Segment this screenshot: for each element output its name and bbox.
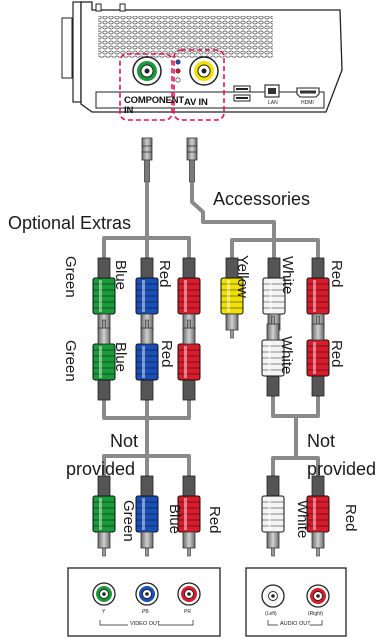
rca-plug-av-g1-0	[220, 257, 244, 339]
rca-plug-audio-g3-0	[261, 475, 285, 557]
audio-out-caption: AUDIO OUT	[280, 621, 311, 627]
rca-plug-audio-g3-1	[306, 475, 330, 557]
av-mini-plug	[186, 137, 198, 183]
cable-label-blue-1: Blue	[112, 260, 129, 291]
av-in-jack	[189, 56, 219, 86]
lan-port	[264, 84, 280, 98]
accessories-label: Accessories	[213, 189, 311, 209]
tv-audio-panel	[245, 567, 347, 637]
cable-label-white-1: White	[279, 256, 296, 295]
cable-label-red-2: Red	[328, 260, 345, 288]
not-provided-1-line1: Not	[110, 431, 139, 451]
cable-wires	[102, 182, 320, 476]
cable-label-blue-2: Blue	[112, 342, 129, 373]
rca-plug-component-g1-0	[92, 257, 116, 339]
av-in-label: AV IN	[184, 97, 208, 108]
tv-jack-right	[306, 584, 330, 608]
audio-jack-label-left: (Left)	[265, 611, 277, 617]
lan-label: LAN	[268, 100, 278, 106]
rca-plug-component-g3-0	[92, 475, 116, 557]
rca-plug-audio-g2-0	[261, 315, 285, 397]
rca-plug-audio-g2-1	[306, 315, 330, 397]
usb-ports	[233, 85, 251, 102]
tv-jack-pr	[177, 582, 201, 606]
tv-jack-pb	[135, 582, 159, 606]
video-out-caption: VIDEO OUT	[130, 621, 161, 627]
component-in-label: COMPONENT IN	[124, 95, 184, 116]
cable-label-red-1: Red	[156, 260, 173, 288]
hdmi-port	[296, 87, 320, 98]
rca-plug-component-g2-1	[135, 319, 159, 401]
cable-label-red-3: Red	[158, 340, 175, 368]
component-highlight-box	[119, 53, 173, 121]
cable-label-yellow-1: Yellow	[234, 255, 251, 298]
rca-plug-component-g2-2	[177, 319, 201, 401]
tv-jack-y	[92, 582, 116, 606]
not-provided-2-line1: Not	[307, 431, 336, 451]
cable-label-green-2: Green	[62, 340, 79, 382]
av-highlight-box	[173, 49, 225, 121]
component-in-jack	[132, 56, 162, 86]
cable-label-red-6: Red	[342, 504, 359, 532]
audio-jack-label-right: (Right)	[308, 611, 324, 617]
cable-label-white-2: White	[278, 336, 295, 375]
rca-plug-component-g3-2	[177, 475, 201, 557]
not-provided-1-line2: provided	[66, 459, 136, 479]
rca-plug-component-g3-1	[135, 475, 159, 557]
component-mini-plug	[141, 137, 153, 183]
rca-plug-component-g2-0	[92, 319, 116, 401]
video-jack-label-pb: PB	[142, 609, 149, 615]
rca-plug-component-g1-2	[177, 257, 201, 339]
device-unit	[61, 1, 343, 121]
cable-label-blue-3: Blue	[166, 504, 183, 535]
tv-jack-left	[261, 584, 285, 608]
cable-label-green-1: Green	[62, 256, 79, 298]
hdmi-label: HDMI	[301, 100, 314, 106]
cable-label-red-5: Red	[206, 506, 223, 534]
vent-grille	[98, 16, 273, 58]
cable-label-green-3: Green	[120, 500, 137, 542]
not-provided-2-line2: provided	[307, 459, 377, 479]
video-jack-label-y: Y	[102, 609, 106, 615]
cable-label-red-4: Red	[328, 340, 345, 368]
video-jack-label-pr: PR	[184, 609, 191, 615]
optional-extras-label: Optional Extras	[8, 213, 132, 233]
cable-label-white-3: White	[294, 500, 311, 539]
